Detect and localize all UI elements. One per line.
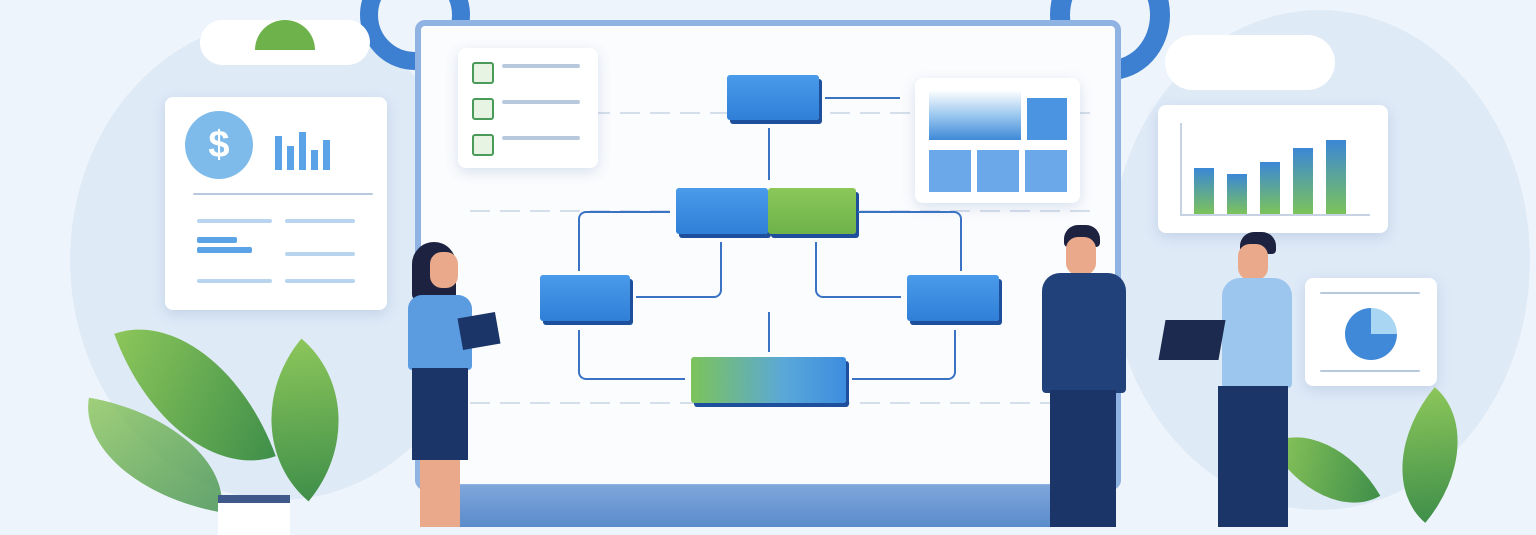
flow-node-bottom [691, 357, 846, 403]
text-line [197, 247, 252, 253]
woman-legs [420, 460, 460, 527]
text-line [285, 279, 355, 283]
bar-chart-card [1158, 105, 1388, 233]
man-trousers [1218, 386, 1288, 527]
connector-arrow [768, 312, 770, 352]
dashboard-card [915, 78, 1080, 203]
stats-panel [977, 150, 1019, 192]
mini-bar [275, 136, 282, 170]
text-line [1320, 292, 1420, 294]
person-man-thinking [1038, 225, 1130, 527]
dollar-icon: $ [185, 111, 253, 179]
connector-arrow [852, 330, 956, 380]
text-line [197, 219, 272, 223]
connector-arrow [825, 97, 900, 99]
woman-skirt [412, 368, 468, 460]
checklist-line [502, 100, 580, 104]
text-line [285, 252, 355, 256]
chart-bar [1260, 162, 1280, 214]
connector-arrow [636, 242, 722, 298]
chart-axis [1180, 123, 1182, 215]
flow-node-right [907, 275, 999, 321]
mini-bar [323, 140, 330, 170]
flow-node-left [540, 275, 630, 321]
mini-bar [299, 132, 306, 170]
man-face [1238, 244, 1268, 280]
chart-bar [1194, 168, 1214, 214]
text-line [1320, 370, 1420, 372]
person-woman [400, 240, 510, 527]
tablet [457, 311, 501, 351]
chart-bar [1326, 140, 1346, 214]
flow-node-center-right [768, 188, 856, 234]
mini-bar [311, 150, 318, 170]
chart-bar [1227, 174, 1247, 214]
text-line [197, 279, 272, 283]
connector-arrow [578, 330, 685, 380]
connector-arrow [578, 211, 670, 271]
connector-arrow [768, 128, 770, 180]
divider [193, 193, 373, 195]
checkbox-icon [472, 62, 494, 84]
checklist-card [458, 48, 598, 168]
plant-pot [218, 495, 290, 535]
whiteboard-base [430, 485, 1106, 527]
flow-node-center-left [676, 188, 768, 234]
text-line [285, 219, 355, 223]
cloud-right [1165, 35, 1335, 90]
woman-face [430, 252, 458, 288]
man-trousers [1050, 390, 1116, 527]
text-line [197, 237, 237, 243]
chart-bar [1293, 148, 1313, 214]
stats-panel [1025, 150, 1067, 192]
finance-card: $ [165, 97, 387, 310]
man-face [1066, 237, 1096, 275]
connector-arrow [858, 211, 962, 271]
pie-chart-card [1305, 278, 1437, 386]
trend-chart [929, 90, 1021, 140]
person-man-laptop [1158, 232, 1295, 527]
connector-arrow [815, 242, 901, 298]
man-shirt [1222, 278, 1292, 388]
checklist-line [502, 136, 580, 140]
pie-chart [1345, 308, 1397, 360]
background-blob-right [1110, 10, 1530, 510]
laptop [1158, 320, 1226, 360]
checkbox-icon [472, 134, 494, 156]
flow-node-top [727, 75, 819, 120]
guide-line [470, 402, 1090, 404]
stats-panel [1027, 98, 1067, 140]
mini-bar [287, 146, 294, 170]
checkbox-icon [472, 98, 494, 120]
man-suit [1042, 273, 1126, 393]
checklist-line [502, 64, 580, 68]
chart-axis [1180, 214, 1370, 216]
stats-panel [929, 150, 971, 192]
